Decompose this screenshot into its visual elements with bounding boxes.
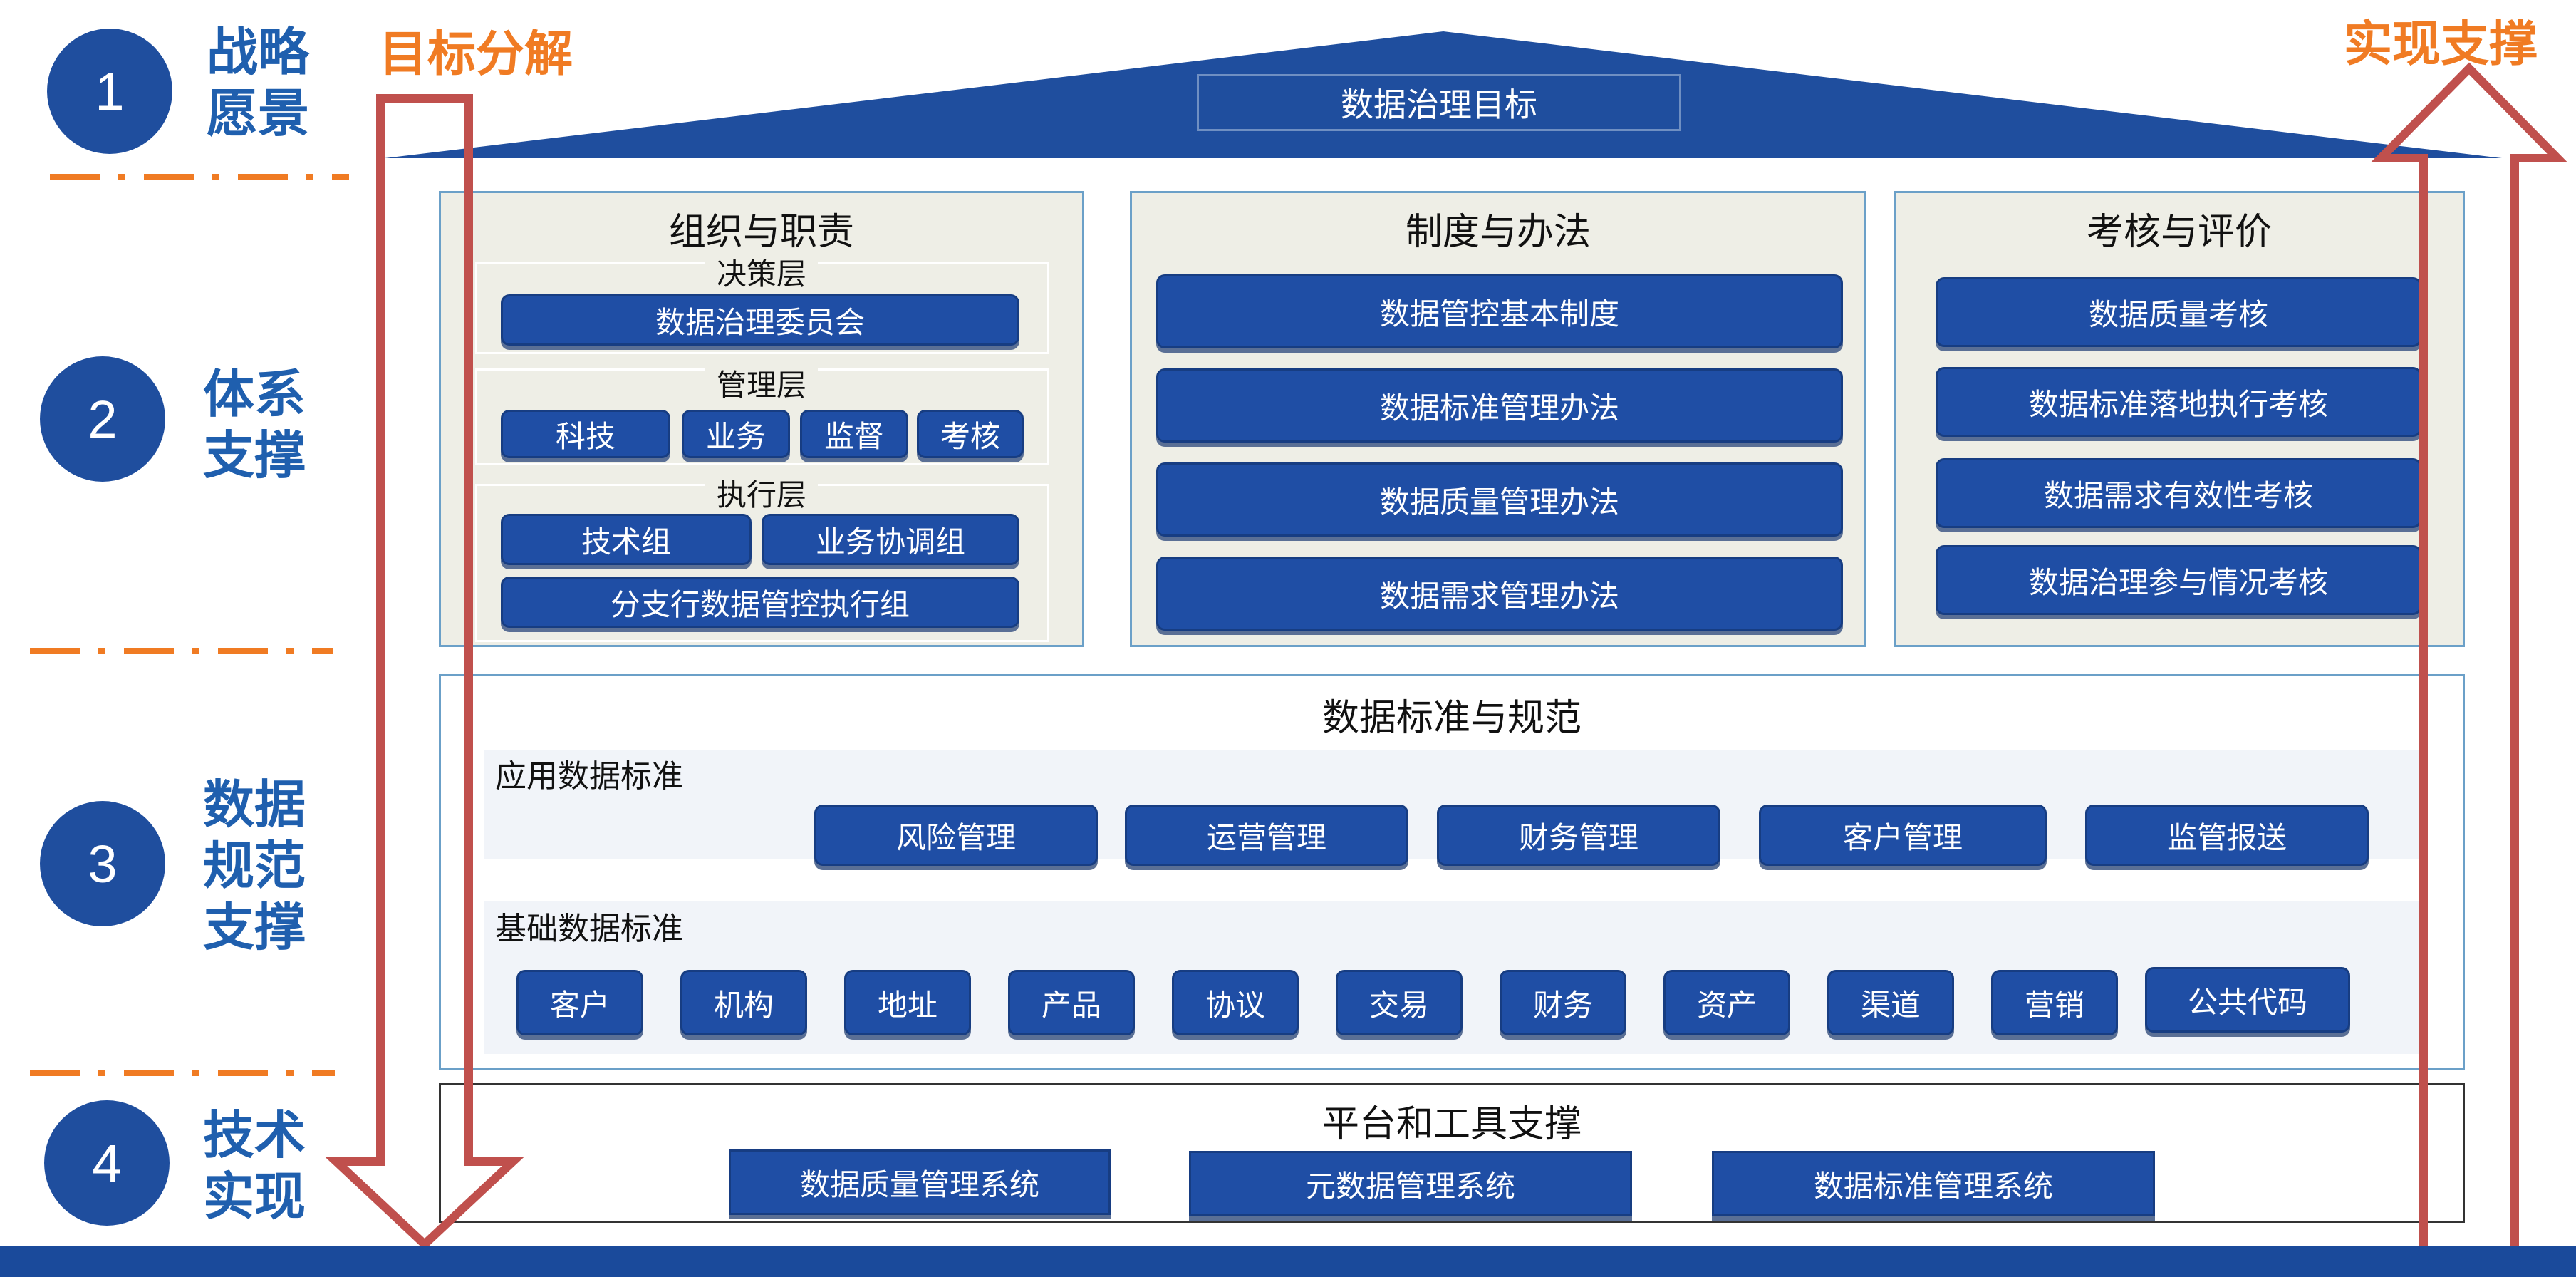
basic-item: 财务 <box>1500 970 1626 1035</box>
stage-2-circle: 2 <box>40 356 165 482</box>
stage-1-circle: 1 <box>47 29 172 154</box>
application-item: 客户管理 <box>1759 805 2047 866</box>
application-item: 风险管理 <box>814 805 1098 866</box>
execution-label: 执行层 <box>441 471 1082 515</box>
basic-item: 营销 <box>1991 970 2118 1035</box>
management-label: 管理层 <box>441 361 1082 405</box>
standards-title: 数据标准与规范 <box>1321 697 1582 740</box>
standards-panel: 数据标准与规范 应用数据标准 风险管理 运营管理 财务管理 客户管理 监管报送 … <box>439 674 2465 1070</box>
org-management-item: 科技 <box>501 410 670 458</box>
basic-item: 公共代码 <box>2145 967 2350 1033</box>
bottom-bar <box>0 1246 2576 1277</box>
up-arrow-shape <box>2370 62 2568 1258</box>
org-execution-item: 业务协调组 <box>762 514 1019 565</box>
roof <box>385 31 2502 158</box>
org-panel: 组织与职责 决策层 数据治理委员会 管理层 科技 业务 监督 考核 执行层 技术… <box>439 191 1084 647</box>
application-item: 财务管理 <box>1437 805 1720 866</box>
down-arrow-shape <box>325 94 524 1251</box>
assessment-item: 数据需求有效性考核 <box>1936 458 2421 528</box>
down-arrow-label: 目标分解 <box>379 26 573 83</box>
stage-4-label: 技术实现 <box>203 1105 306 1226</box>
up-arrow-label: 实现支撑 <box>2344 16 2538 73</box>
org-decision-item: 数据治理委员会 <box>501 294 1019 346</box>
decision-label: 决策层 <box>441 250 1082 294</box>
org-execution-item: 分支行数据管控执行组 <box>501 577 1019 628</box>
basic-label: 基础数据标准 <box>495 911 683 947</box>
org-management-item: 业务 <box>682 410 790 458</box>
policy-item: 数据需求管理办法 <box>1156 557 1843 631</box>
stage-4-circle: 4 <box>44 1100 170 1226</box>
application-label: 应用数据标准 <box>495 758 683 795</box>
platform-item: 数据标准管理系统 <box>1712 1151 2155 1216</box>
stage-3-label: 数据规范支撑 <box>203 775 306 957</box>
stage-1-label: 战略愿景 <box>207 22 310 143</box>
basic-item: 客户 <box>516 970 643 1035</box>
policy-title: 制度与办法 <box>1405 211 1591 254</box>
basic-item: 交易 <box>1336 970 1463 1035</box>
platform-panel: 平台和工具支撑 数据质量管理系统 元数据管理系统 数据标准管理系统 <box>439 1083 2465 1223</box>
roof-title-box: 数据治理目标 <box>1197 74 1681 131</box>
basic-item: 资产 <box>1663 970 1790 1035</box>
basic-item: 地址 <box>844 970 971 1035</box>
policy-item: 数据标准管理办法 <box>1156 368 1843 443</box>
stage-3-circle: 3 <box>40 801 165 926</box>
stage-2-label: 体系支撑 <box>203 364 306 485</box>
assessment-item: 数据质量考核 <box>1936 277 2421 347</box>
stage-separators <box>30 174 349 1076</box>
basic-item: 机构 <box>680 970 807 1035</box>
application-item: 运营管理 <box>1125 805 1408 866</box>
policy-item: 数据质量管理办法 <box>1156 462 1843 537</box>
platform-item: 元数据管理系统 <box>1189 1151 1632 1216</box>
policy-item: 数据管控基本制度 <box>1156 274 1843 348</box>
assessment-title: 考核与评价 <box>2086 211 2272 254</box>
assessment-item: 数据治理参与情况考核 <box>1936 545 2421 615</box>
org-title: 组织与职责 <box>668 211 854 254</box>
basic-item: 产品 <box>1008 970 1135 1035</box>
basic-item: 协议 <box>1172 970 1299 1035</box>
assessment-item: 数据标准落地执行考核 <box>1936 367 2421 437</box>
org-management-item: 监督 <box>800 410 908 458</box>
roof-title: 数据治理目标 <box>1341 86 1537 124</box>
org-management-item: 考核 <box>917 410 1024 458</box>
org-execution-item: 技术组 <box>501 514 752 565</box>
policy-panel: 制度与办法 数据管控基本制度 数据标准管理办法 数据质量管理办法 数据需求管理办… <box>1130 191 1866 647</box>
assessment-panel: 考核与评价 数据质量考核 数据标准落地执行考核 数据需求有效性考核 数据治理参与… <box>1894 191 2465 647</box>
basic-item: 渠道 <box>1827 970 1954 1035</box>
application-item: 监管报送 <box>2085 805 2369 866</box>
platform-title: 平台和工具支撑 <box>1321 1103 1582 1146</box>
platform-item: 数据质量管理系统 <box>729 1149 1111 1215</box>
